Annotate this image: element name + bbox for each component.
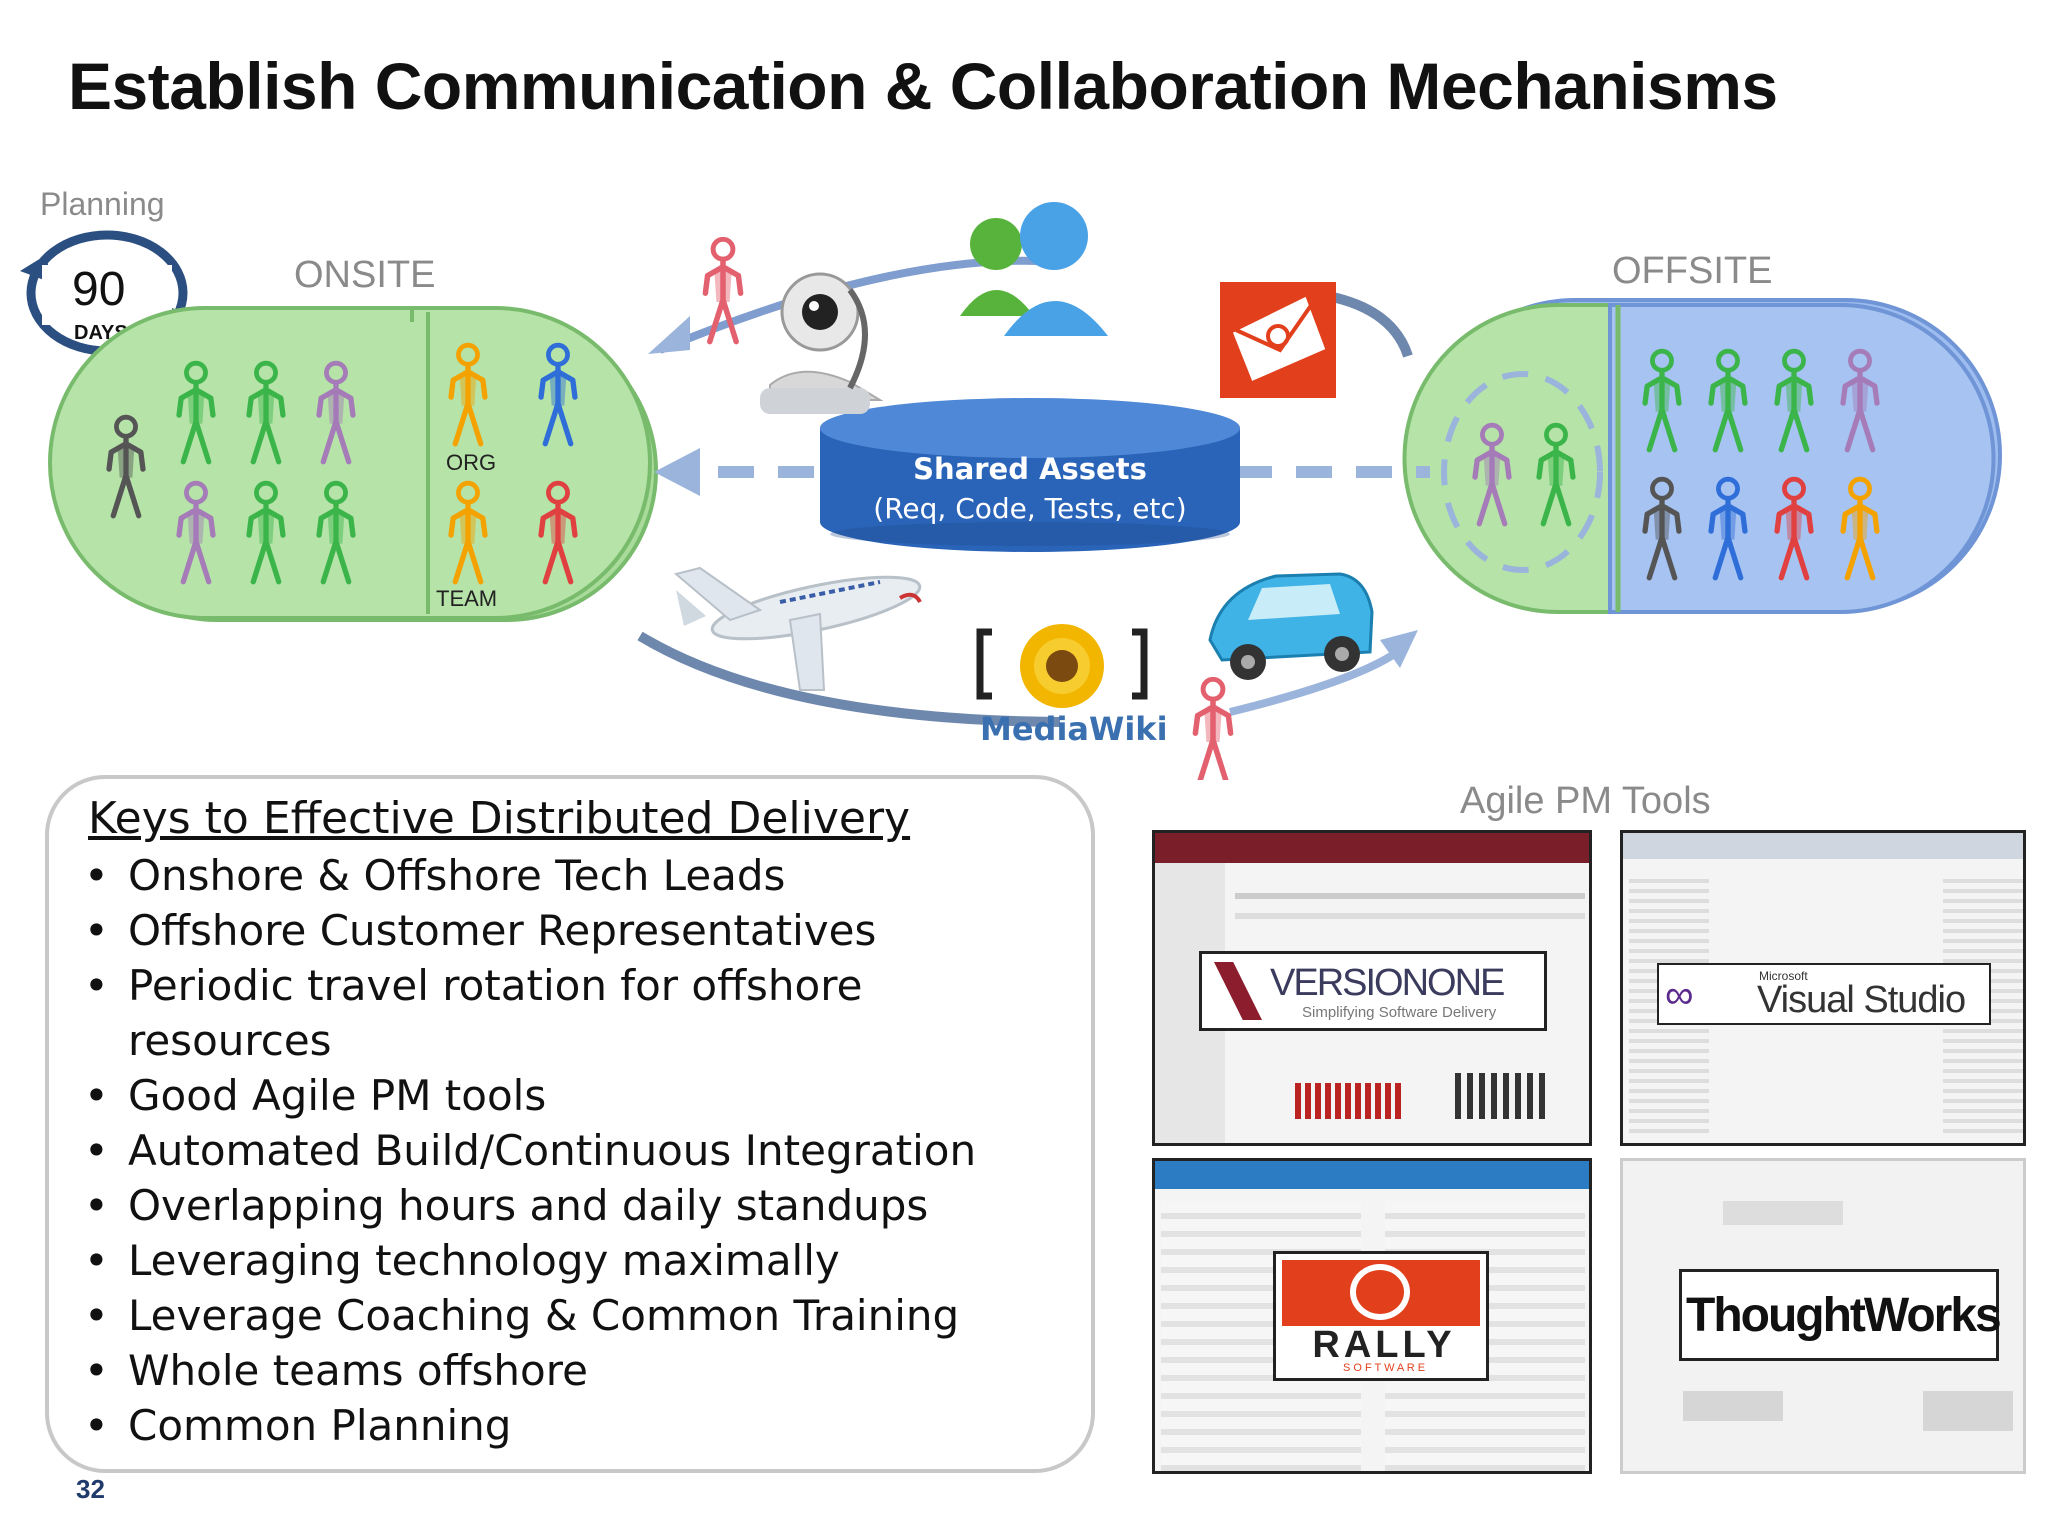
keys-list-item: Whole teams offshore [84,1343,1084,1398]
planning-label: Planning [40,186,165,222]
email-icon [1220,282,1336,398]
keys-list-item: Good Agile PM tools [84,1068,1084,1123]
keys-list-item: Onshore & Offshore Tech Leads [84,848,1084,903]
keys-list-item: Automated Build/Continuous Integration [84,1123,1084,1178]
shared-assets-subtitle: (Req, Code, Tests, etc) [873,492,1187,525]
visualstudio-screenshot: ∞ Microsoft Visual Studio [1620,830,2026,1146]
thoughtworks-logo: ThoughtWorks [1679,1269,2002,1361]
keys-list-item: Overlapping hours and daily standups [84,1178,1084,1233]
thoughtworks-screenshot: ThoughtWorks [1620,1158,2026,1474]
agile-pm-tools-label: Agile PM Tools [1460,780,1711,822]
mediawiki-label: MediaWiki [980,710,1168,748]
mediawiki-logo-icon [976,624,1148,708]
keys-heading: Keys to Effective Distributed Delivery [88,793,911,844]
collaboration-diagram [48,202,2002,780]
rally-sub: S O F T W A R E [1342,1362,1426,1374]
messenger-users-icon [960,202,1108,336]
offsite-label: OFFSITE [1612,250,1773,292]
versionone-name: VERSIONONE [1270,962,1505,1004]
shared-assets-database-icon [820,398,1240,552]
shared-assets-label: Shared Assets (Req, Code, Tests, etc) [820,452,1240,525]
team-label: TEAM [436,586,498,611]
visualstudio-infinity-icon: ∞ [1665,973,1694,1017]
org-label: ORG [446,450,497,475]
car-icon [1208,572,1374,680]
visualstudio-brand: Microsoft [1759,969,1808,983]
versionone-tagline: Simplifying Software Delivery [1302,1004,1497,1021]
keys-list-item: Leverage Coaching & Common Training [84,1288,1084,1343]
keys-list-item: Periodic travel rotation for offshore re… [84,958,988,1068]
page-title: Establish Communication & Collaboration … [68,49,1778,123]
rally-logo: RALLY S O F T W A R E [1273,1251,1489,1381]
airplane-icon [673,566,922,691]
shared-assets-title: Shared Assets [913,452,1147,486]
visualstudio-logo: ∞ Microsoft Visual Studio [1657,963,1991,1025]
versionone-logo: VERSIONONE Simplifying Software Delivery [1199,951,1547,1031]
onsite-label: ONSITE [294,254,436,296]
traveler-person-icon [1195,679,1230,780]
keys-list-item: Common Planning [84,1398,1084,1453]
keys-list: Onshore & Offshore Tech Leads Offshore C… [84,848,1084,1453]
thoughtworks-name: ThoughtWorks [1686,1289,2002,1342]
keys-list-item: Offshore Customer Representatives [84,903,1084,958]
versionone-screenshot: VERSIONONE Simplifying Software Delivery [1152,830,1592,1146]
keys-list-item: Leveraging technology maximally [84,1233,1084,1288]
rally-name: RALLY [1312,1324,1456,1366]
webcam-icon [760,272,884,414]
slide-number: 32 [76,1474,105,1504]
rally-screenshot: RALLY S O F T W A R E [1152,1158,1592,1474]
planning-days-number: 90 [72,263,126,316]
visualstudio-name: Visual Studio [1757,979,1966,1021]
